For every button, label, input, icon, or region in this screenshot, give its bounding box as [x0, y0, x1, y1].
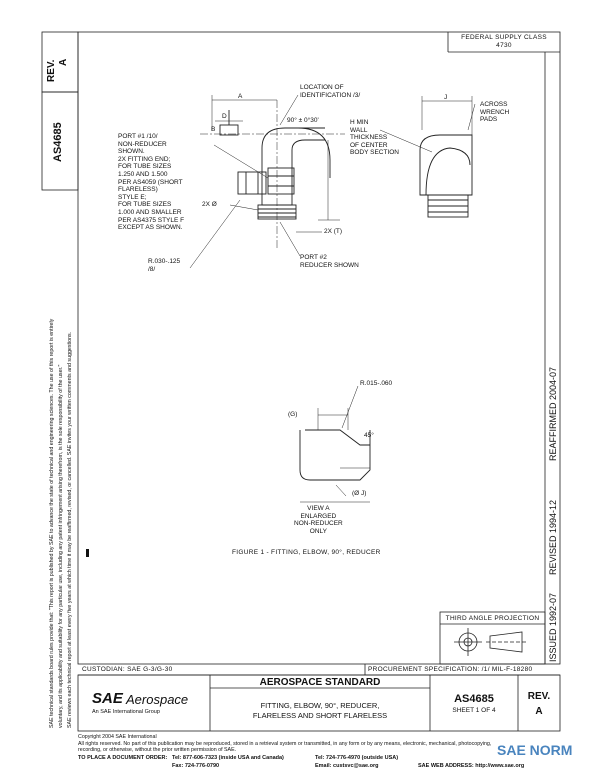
fsc-label: FEDERAL SUPPLY CLASS: [461, 34, 547, 41]
side-disclaimer-line3: SAE reviews each technical report at lea…: [67, 331, 73, 728]
footer-rights2: recording, or otherwise, without the pri…: [78, 747, 237, 753]
title-line2: FLARELESS AND SHORT FLARELESS: [252, 711, 388, 720]
footer-rights: All rights reserved. No part of this pub…: [78, 741, 492, 747]
reaffirmed-date: REAFFIRMED 2004-07: [548, 366, 558, 461]
view-a-label: VIEW A ENLARGED NON-REDUCER ONLY: [294, 505, 343, 535]
footer-tel1: Tel: 877-606-7323 (inside USA and Canada…: [172, 755, 284, 761]
view-a-detail: [299, 385, 371, 503]
elbow-main-view: [189, 94, 345, 269]
side-rev-label: REV.: [46, 59, 57, 82]
footer-web: SAE WEB ADDRESS: http://www.sae.org: [418, 763, 525, 769]
radius-view-label: R.015-.060: [360, 380, 393, 387]
sae-norm-watermark: SAE NORM: [497, 742, 573, 758]
third-angle-label: THIRD ANGLE PROJECTION: [445, 615, 540, 622]
wall-thickness-note: H MIN WALL THICKNESS OF CENTER BODY SECT…: [350, 119, 400, 157]
dim-j-label: J: [444, 94, 448, 101]
location-identification-label: LOCATION OF IDENTIFICATION /3/: [300, 84, 361, 99]
footer-email: Email: custsvc@sae.org: [315, 763, 379, 769]
side-doc-number: AS4685: [52, 122, 64, 162]
g-label: (G): [288, 411, 298, 418]
two-x-t-label: 2X (T): [324, 228, 343, 235]
custodian-label: CUSTODIAN: SAE G-3/G-30: [82, 666, 173, 673]
side-disclaimer-line2: voluntary, and its applicability and sui…: [58, 364, 64, 728]
title-doc-number: AS4685: [454, 693, 494, 705]
dim-b-label: B: [211, 126, 216, 133]
third-angle-symbol: [454, 628, 526, 656]
figure-caption: FIGURE 1 - FITTING, ELBOW, 90°, REDUCER: [232, 549, 381, 556]
angle-45-label: 45°: [364, 432, 374, 439]
fsc-value: 4730: [496, 42, 512, 49]
port1-note: PORT #1 /10/ NON-REDUCER SHOWN. 2X FITTI…: [118, 133, 185, 232]
side-disclaimer-line1: SAE technical standards board rules prov…: [49, 318, 55, 728]
marker-bar: [86, 549, 89, 557]
title-rev-label: REV.: [527, 691, 551, 702]
dim-a-label: A: [238, 93, 243, 100]
footer-copyright: Copyright 2004 SAE International: [78, 734, 157, 740]
elbow-side-view: [379, 96, 476, 218]
logo-subtitle: An SAE International Group: [92, 709, 160, 715]
dim-d-label: D: [222, 113, 227, 120]
across-wrench-note: ACROSS WRENCH PADS: [480, 101, 510, 124]
phi-j-label: (Ø J): [352, 490, 367, 497]
footer-order-label: TO PLACE A DOCUMENT ORDER:: [78, 755, 168, 761]
aerospace-logo-text: Aerospace: [126, 692, 189, 707]
sae-logo-text: SAE: [92, 690, 123, 707]
aerospace-standard-heading: AEROSPACE STANDARD: [259, 677, 381, 688]
port2-note: PORT #2 REDUCER SHOWN: [300, 254, 359, 269]
radius-main-label: R.030-.125 /8/: [148, 258, 181, 273]
footer-fax: Fax: 724-776-0790: [172, 763, 220, 769]
side-rev-value: A: [58, 58, 69, 66]
title-line1: FITTING, ELBOW, 90°, REDUCER,: [260, 701, 380, 710]
revised-date: REVISED 1994-12: [548, 499, 558, 575]
issued-date: ISSUED 1992-07: [548, 592, 558, 662]
procurement-label: PROCUREMENT SPECIFICATION: /1/ MIL-F-182…: [368, 666, 533, 673]
footer-tel2: Tel: 724-776-4970 (outside USA): [315, 755, 399, 761]
sheet-label: SHEET 1 OF 4: [452, 707, 496, 714]
angle-label: 90° ± 0°30': [287, 117, 319, 124]
title-rev-value: A: [535, 706, 543, 717]
two-x-phi-label: 2X Ø: [202, 201, 217, 208]
